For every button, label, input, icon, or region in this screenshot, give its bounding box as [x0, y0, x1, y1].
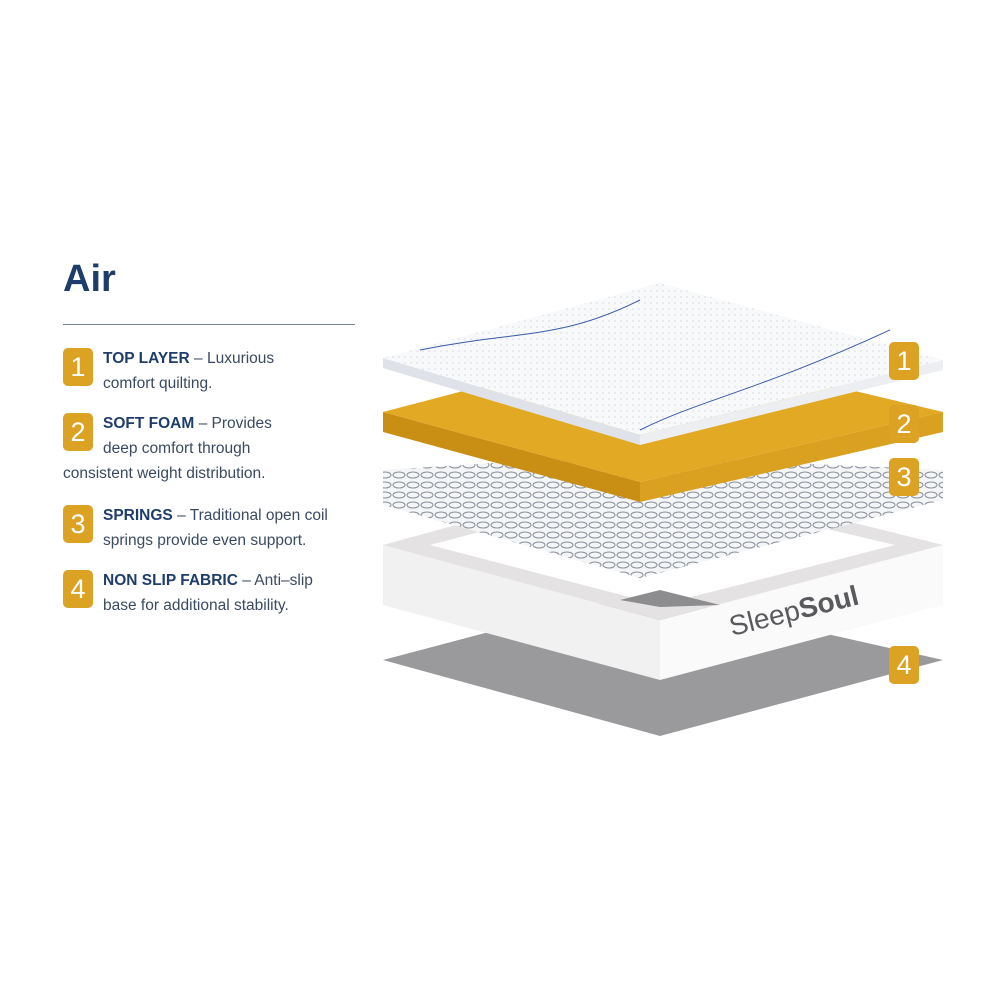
layer-desc: – Provides — [194, 415, 272, 432]
layer-name: SPRINGS — [103, 507, 173, 524]
number-badge: 1 — [63, 348, 93, 386]
layer-badge-3: 3 — [889, 458, 919, 496]
layer-name: TOP LAYER — [103, 350, 190, 367]
layer-badge-1: 1 — [889, 342, 919, 380]
layer-desc: base for additional stability. — [103, 597, 289, 614]
layer-desc: springs provide even support. — [103, 532, 307, 549]
layer-description-4: 4 NON SLIP FABRIC – Anti–slip base for ad… — [63, 568, 363, 618]
layer-name: NON SLIP FABRIC — [103, 572, 238, 589]
layer-description-2: 2 SOFT FOAM – Provides deep comfort throu… — [63, 411, 363, 486]
top-layer — [383, 283, 943, 445]
layer-description-3: 3 SPRINGS – Traditional open coil springs… — [63, 503, 363, 553]
layer-desc: deep comfort through — [103, 440, 251, 457]
layer-desc: consistent weight distribution. — [63, 465, 266, 482]
layer-badge-2: 2 — [889, 405, 919, 443]
layer-name: SOFT FOAM — [103, 415, 195, 432]
number-badge: 2 — [63, 413, 93, 451]
layer-badge-4: 4 — [889, 646, 919, 684]
layer-description-1: 1 TOP LAYER – Luxurious comfort quilting. — [63, 346, 363, 396]
layer-desc: – Luxurious — [189, 350, 275, 367]
divider — [63, 324, 355, 325]
layer-desc: – Anti–slip — [237, 572, 313, 589]
layer-desc: – Traditional open coil — [172, 507, 328, 524]
page-title: Air — [63, 258, 116, 300]
number-badge: 4 — [63, 570, 93, 608]
layer-desc: comfort quilting. — [103, 375, 213, 392]
number-badge: 3 — [63, 505, 93, 543]
